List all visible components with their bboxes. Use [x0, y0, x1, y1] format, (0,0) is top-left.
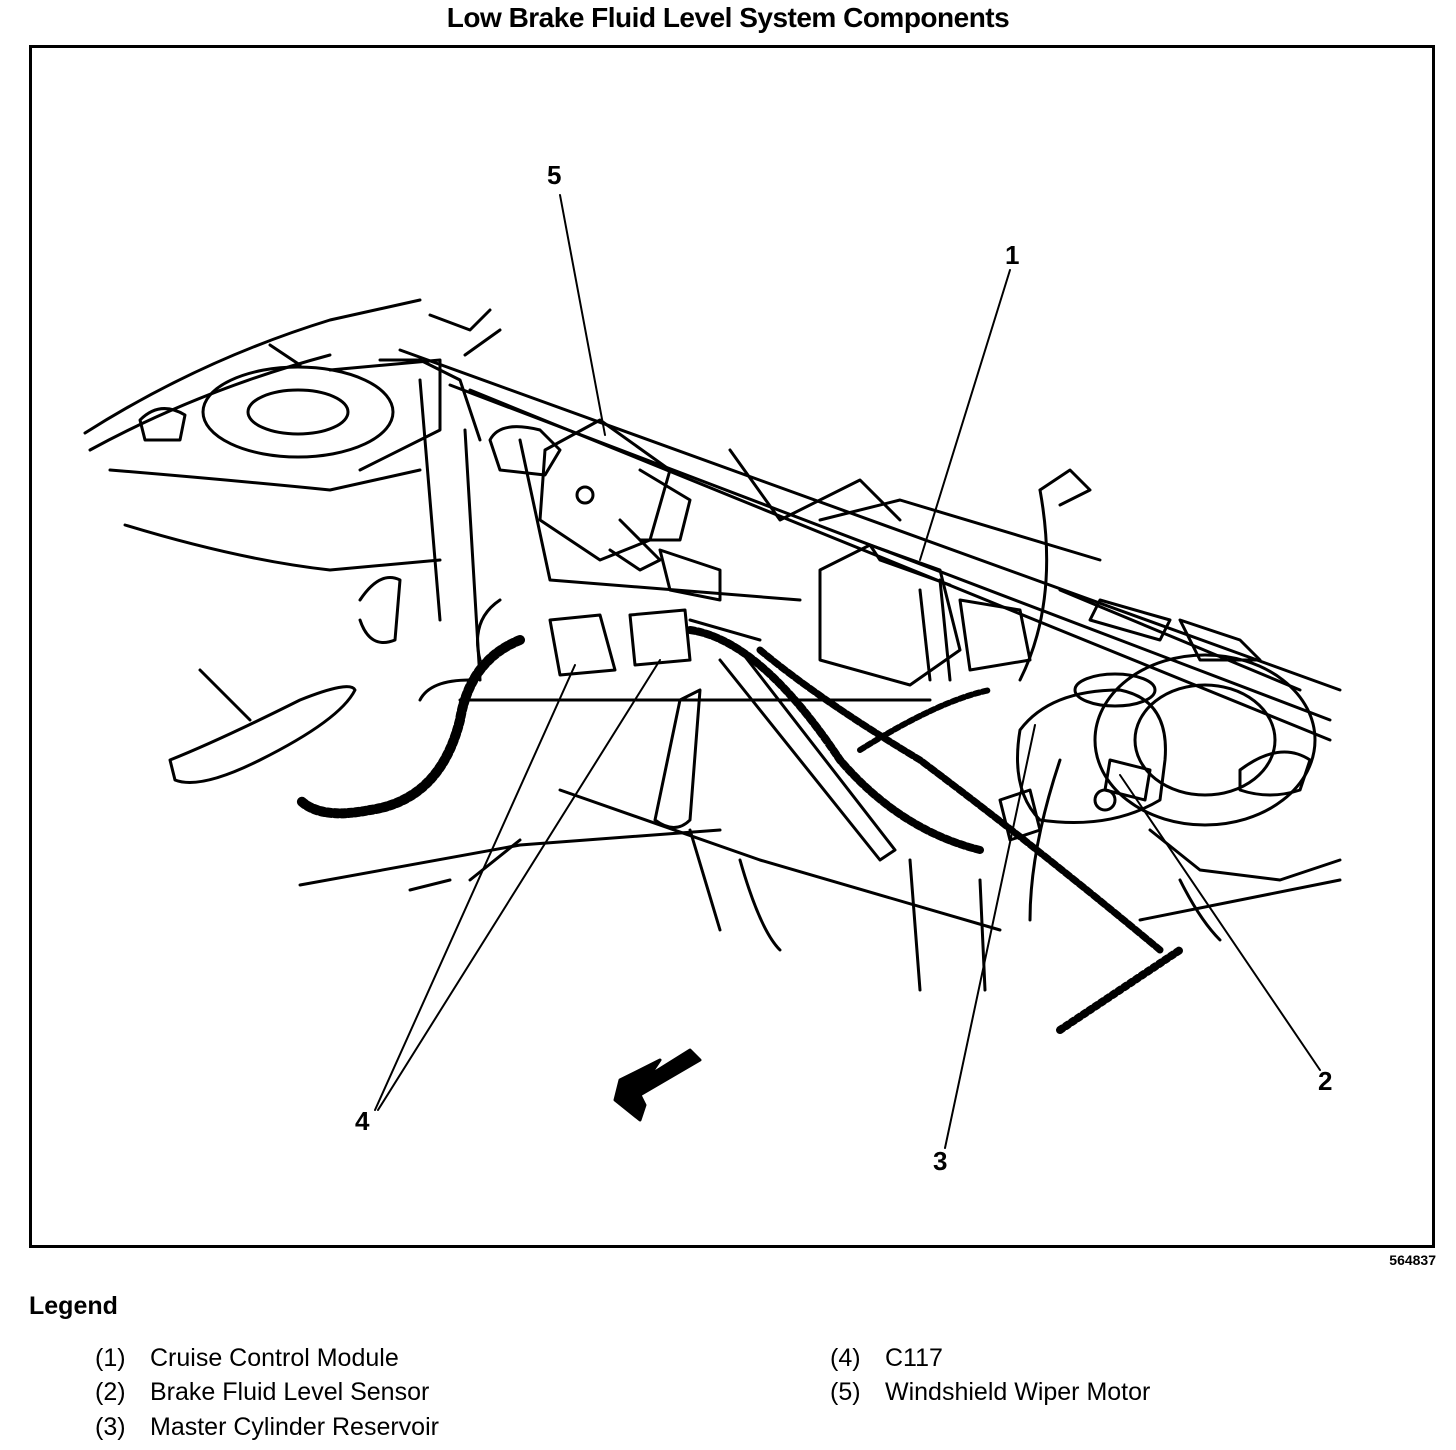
- leader-line-5: [559, 194, 606, 436]
- fender-outline: [83, 298, 422, 435]
- leader-line-4a: [374, 664, 576, 1111]
- wiring-harness: [295, 635, 525, 819]
- figure-id: 564837: [1389, 1252, 1436, 1268]
- callout-4: 4: [355, 1106, 370, 1136]
- legend-item-1: (1) Cruise Control Module: [95, 1344, 399, 1373]
- forward-arrow-icon: [613, 1048, 702, 1122]
- legend-item-2: (2) Brake Fluid Level Sensor: [95, 1378, 429, 1407]
- legend-item-number: (3): [95, 1413, 126, 1441]
- cruise-module-drawing: [818, 468, 1092, 687]
- c117-connectors-drawing: [476, 598, 762, 677]
- leader-line-2: [1119, 774, 1321, 1071]
- diagram-frame: [29, 45, 1435, 1248]
- legend-item-label: Windshield Wiper Motor: [885, 1378, 1151, 1406]
- legend-item-number: (4): [830, 1344, 861, 1372]
- master-cylinder-drawing: [998, 653, 1317, 942]
- strut-tower: [246, 388, 350, 436]
- legend-item-label: Cruise Control Module: [150, 1344, 399, 1372]
- legend-item-number: (1): [95, 1344, 126, 1372]
- legend-heading: Legend: [29, 1292, 118, 1320]
- legend-item-label: Brake Fluid Level Sensor: [150, 1378, 430, 1406]
- legend-item-number: (5): [830, 1378, 861, 1406]
- callout-3: 3: [933, 1146, 947, 1176]
- callout-2: 2: [1318, 1066, 1332, 1096]
- callout-5: 5: [547, 160, 561, 190]
- cowl-panel: [398, 348, 1342, 692]
- legend-item-label: Master Cylinder Reservoir: [150, 1413, 439, 1441]
- leader-line-4b: [377, 659, 661, 1111]
- legend-item-label: C117: [885, 1344, 943, 1372]
- legend-item-4: (4) C117: [830, 1344, 943, 1373]
- leader-line-1: [919, 269, 1011, 561]
- legend-item-5: (5) Windshield Wiper Motor: [830, 1378, 1150, 1407]
- legend-item-3: (3) Master Cylinder Reservoir: [95, 1413, 439, 1442]
- callout-1: 1: [1005, 240, 1019, 270]
- diagram-title: Low Brake Fluid Level System Components: [446, 2, 1010, 33]
- wiper-motor-drawing: [488, 418, 722, 602]
- leader-line-3: [944, 724, 1036, 1149]
- legend-item-number: (2): [95, 1378, 126, 1406]
